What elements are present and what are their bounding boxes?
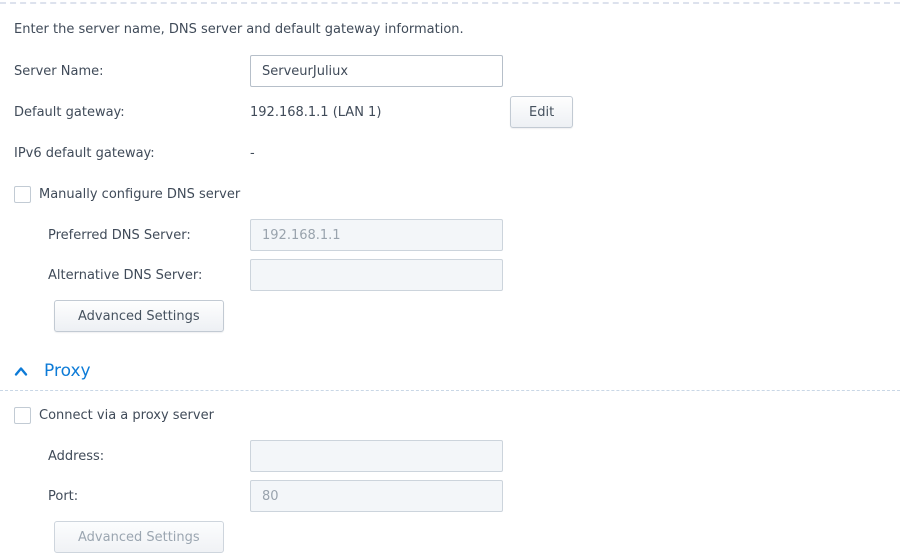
preferred-dns-input [250, 219, 503, 251]
proxy-port-label: Port: [48, 488, 79, 504]
proxy-address-label: Address: [48, 448, 105, 464]
alternative-dns-input [250, 259, 503, 291]
proxy-address-input [250, 440, 503, 472]
proxy-dashed-divider [0, 390, 900, 391]
proxy-connect-checkbox-label[interactable]: Connect via a proxy server [39, 408, 214, 423]
dns-advanced-settings-button[interactable]: Advanced Settings [54, 300, 224, 332]
server-name-label: Server Name: [14, 63, 104, 79]
section-description: Enter the server name, DNS server and de… [14, 22, 464, 37]
alternative-dns-label: Alternative DNS Server: [48, 267, 203, 283]
preferred-dns-label: Preferred DNS Server: [48, 227, 191, 243]
edit-gateway-button[interactable]: Edit [510, 96, 574, 128]
ipv6-gateway-row: IPv6 default gateway: - [14, 143, 900, 163]
server-name-input[interactable] [250, 55, 503, 87]
preferred-dns-row: Preferred DNS Server: [48, 219, 900, 251]
chevron-up-icon [14, 366, 28, 376]
proxy-section-header[interactable]: Proxy [14, 360, 900, 382]
top-dashed-divider [0, 2, 900, 4]
ipv6-gateway-label: IPv6 default gateway: [14, 145, 155, 161]
default-gateway-row: Default gateway: 192.168.1.1 (LAN 1) Edi… [14, 96, 900, 128]
ipv6-gateway-value: - [250, 145, 255, 161]
proxy-connect-row: Connect via a proxy server [14, 406, 900, 425]
proxy-port-row: Port: [48, 480, 900, 512]
proxy-port-input [250, 480, 503, 512]
manual-dns-row: Manually configure DNS server [14, 185, 900, 204]
default-gateway-label: Default gateway: [14, 104, 125, 120]
proxy-advanced-settings-button: Advanced Settings [54, 521, 224, 553]
proxy-address-row: Address: [48, 440, 900, 472]
manual-dns-checkbox[interactable] [14, 186, 31, 203]
manual-dns-checkbox-label[interactable]: Manually configure DNS server [39, 187, 241, 202]
alternative-dns-row: Alternative DNS Server: [48, 259, 900, 291]
server-name-row: Server Name: [14, 55, 900, 87]
proxy-section-title: Proxy [44, 361, 91, 381]
default-gateway-value: 192.168.1.1 (LAN 1) [250, 104, 382, 120]
proxy-connect-checkbox[interactable] [14, 407, 31, 424]
